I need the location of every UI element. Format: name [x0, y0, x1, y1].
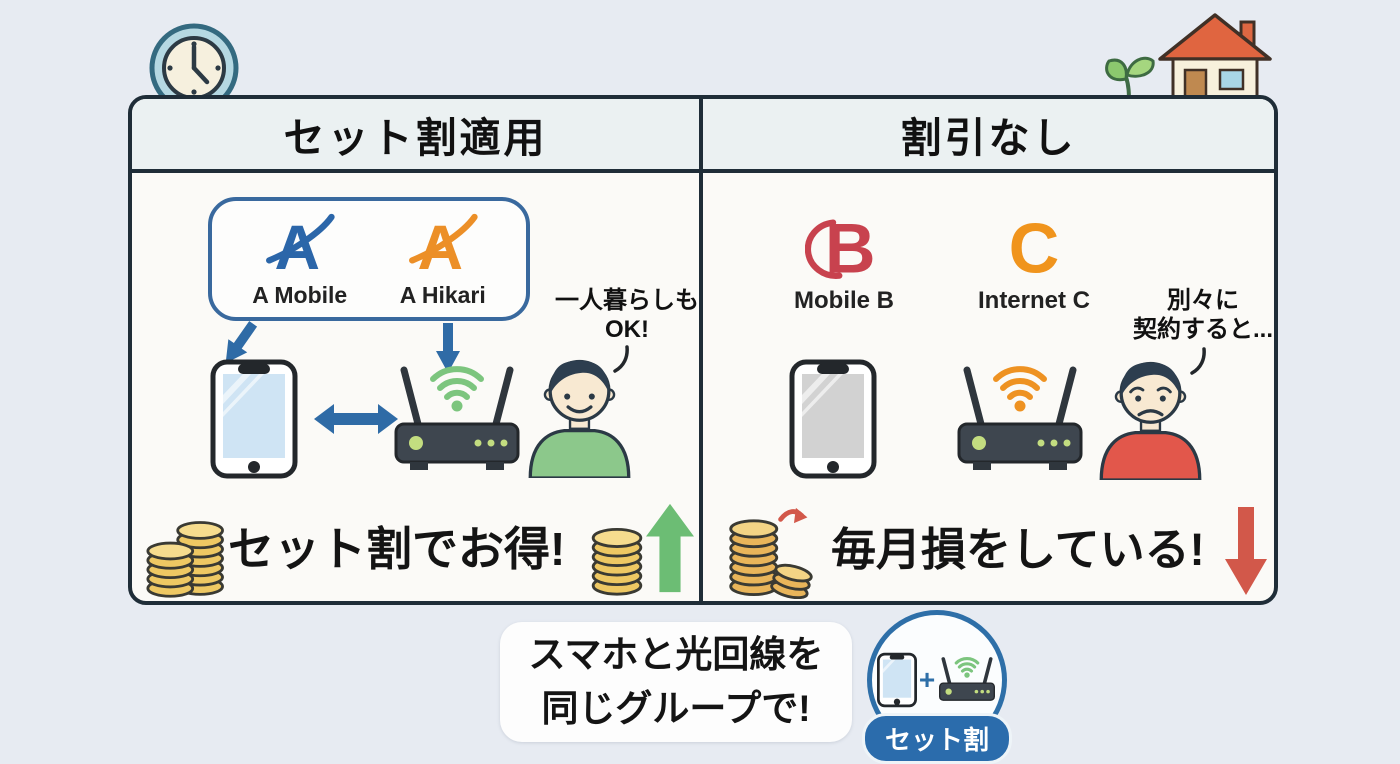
right-speech-line2: 契約すると... [1132, 315, 1273, 343]
left-speech-text: 一人暮らしも OK! [537, 287, 717, 345]
footer-message-line2: 同じグループで! [541, 688, 811, 729]
right-speech-line1: 別々に [1167, 287, 1239, 314]
comparison-table: セット割適用 A A Mobile A A Hikari [128, 95, 1278, 605]
left-statement: セット割でお得! [228, 523, 566, 575]
router-orange-wifi-icon [953, 359, 1087, 480]
right-speech-tail-icon [1189, 347, 1211, 380]
right-panel-body: B Mobile B C Internet C [703, 173, 1274, 601]
badge-phone-icon [876, 652, 917, 708]
mobile-b-label: Mobile B [794, 287, 894, 314]
clock-icon [148, 22, 240, 119]
left-panel-title: セット割適用 [132, 99, 699, 173]
separate-providers: B Mobile B C Internet C [759, 207, 1119, 315]
footer-message: スマホと光回線を 同じグループで! [500, 622, 852, 742]
smartphone-gray-icon [789, 359, 877, 484]
panel-no-discount: 割引なし B Mobile B C Internet C [703, 99, 1274, 601]
left-panel-body: A A Mobile A A Hikari [132, 173, 699, 601]
provider-internet-c: C Internet C [949, 207, 1119, 315]
set-discount-badge: + セット割 [861, 610, 1013, 764]
provider-mobile-b: B Mobile B [759, 207, 929, 315]
internet-c-label: Internet C [977, 287, 1090, 314]
mobile-b-logo-icon: B [805, 209, 876, 285]
coin-stacks-icon [146, 503, 230, 601]
right-statement: 毎月損をしている! [831, 524, 1205, 575]
arrow-to-router-icon [436, 323, 460, 378]
right-speech-text: 別々に 契約すると... [1113, 287, 1274, 345]
a-mobile-logo-icon: A [265, 212, 335, 280]
a-hikari-logo-icon: A [408, 212, 478, 280]
left-speech-line1: 一人暮らしも [555, 287, 699, 314]
router-green-wifi-icon [390, 359, 524, 480]
svg-text:C: C [1009, 209, 1060, 285]
internet-c-logo-icon: C [1009, 209, 1060, 285]
loss-down-arrow-icon [1225, 507, 1267, 600]
gain-up-arrow-icon [646, 503, 694, 598]
provider-a-hikari: A A Hikari [400, 210, 486, 309]
badge-plus-sign: + [918, 664, 936, 695]
smartphone-icon [210, 359, 298, 484]
sad-person-icon [1093, 355, 1208, 485]
left-speech-line2: OK! [605, 315, 649, 343]
losing-coins-icon [725, 501, 817, 601]
left-speech-tail-icon [612, 345, 634, 378]
provider-a-mobile: A A Mobile [252, 210, 347, 309]
right-panel-title: 割引なし [703, 99, 1274, 173]
badge-router-icon [939, 656, 996, 701]
link-double-arrow-icon [314, 399, 398, 444]
house-icon [1156, 12, 1274, 109]
footer-message-line1: スマホと光回線を [528, 634, 824, 676]
badge-label: セット割 [861, 713, 1013, 764]
a-hikari-label: A Hikari [399, 281, 486, 308]
coin-stack-small-icon [590, 517, 644, 601]
provider-group-box: A A Mobile A A Hikari [208, 197, 530, 321]
a-mobile-label: A Mobile [252, 281, 348, 308]
happy-person-icon [522, 353, 637, 483]
panel-set-discount: セット割適用 A A Mobile A A Hikari [132, 99, 703, 601]
arrow-to-phone-icon [213, 317, 263, 374]
